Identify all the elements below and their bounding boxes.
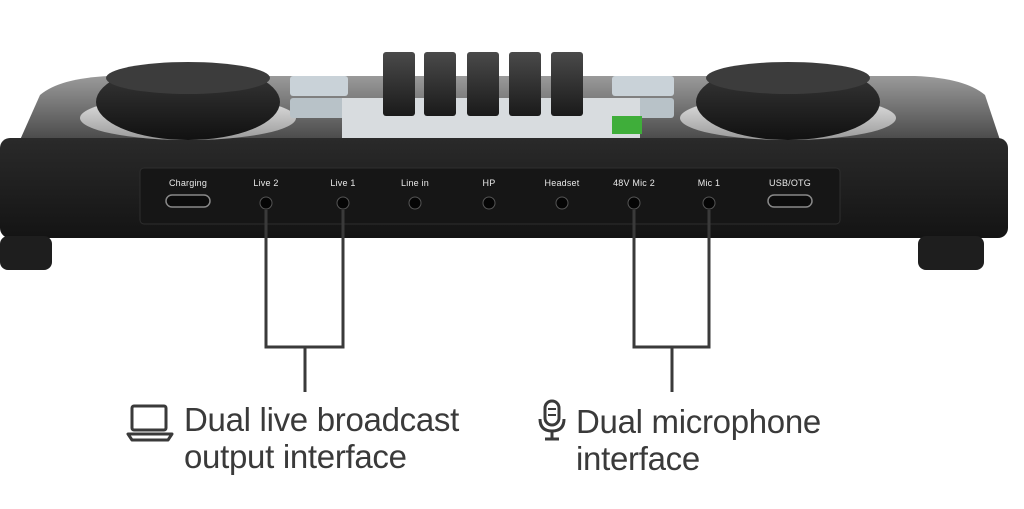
- microphone-caption-line2: interface: [576, 440, 700, 477]
- led-indicator: [612, 116, 642, 134]
- port-label-mic1: Mic 1: [697, 178, 721, 188]
- live2-jack: [259, 196, 273, 210]
- port-label-headset: Headset: [544, 178, 580, 188]
- port-label-line-in: Line in: [401, 178, 429, 188]
- port-label-charging: Charging: [168, 178, 208, 188]
- port-label-hp: HP: [482, 178, 496, 188]
- port-label-live1: Live 1: [330, 178, 356, 188]
- microphone-connector: [632, 210, 711, 349]
- port-label-mic2: 48V Mic 2: [613, 178, 655, 188]
- audio-interface-device: [0, 52, 1008, 270]
- port-label-live2: Live 2: [253, 178, 279, 188]
- usb-otg-port: [767, 194, 813, 208]
- broadcast-connector: [264, 210, 345, 349]
- fader-group: [383, 52, 583, 116]
- microphone-caption: Dual microphone interface: [576, 403, 821, 477]
- microphone-caption-line1: Dual microphone: [576, 403, 821, 440]
- line-in-jack: [408, 196, 422, 210]
- port-strip: [139, 167, 841, 225]
- mic2-jack: [627, 196, 641, 210]
- port-label-usb-otg: USB/OTG: [769, 178, 811, 188]
- live1-jack: [336, 196, 350, 210]
- foot-right: [918, 236, 984, 270]
- broadcast-caption-line2: output interface: [184, 438, 407, 475]
- broadcast-caption-line1: Dual live broadcast: [184, 401, 459, 438]
- hp-jack: [482, 196, 496, 210]
- foot-left: [0, 236, 52, 270]
- microphone-icon: [538, 399, 566, 441]
- mic1-jack: [702, 196, 716, 210]
- headset-jack: [555, 196, 569, 210]
- charging-port: [165, 194, 211, 208]
- broadcast-caption: Dual live broadcast output interface: [184, 401, 459, 475]
- laptop-icon: [126, 404, 174, 442]
